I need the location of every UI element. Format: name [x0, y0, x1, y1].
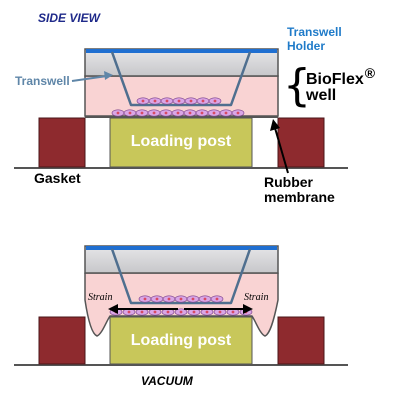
- gasket-right-bottom: [277, 316, 325, 365]
- bottom-panel: Loading post: [14, 245, 348, 388]
- loading-post-top: [109, 117, 253, 168]
- cell-layer-bottom: [109, 295, 253, 316]
- rubber-membrane-label-2: membrane: [264, 189, 335, 205]
- cell-layer-top: [111, 97, 245, 117]
- loading-post-bottom: [109, 316, 253, 365]
- transwell-insert-bottom: [110, 248, 252, 305]
- transwell-insert-top: [110, 51, 252, 107]
- bioflex-text: BioFlex: [306, 71, 364, 88]
- strain-arrow-right: [184, 304, 253, 314]
- holder-cap-top: [86, 49, 277, 53]
- gasket-label: Gasket: [34, 170, 81, 186]
- loading-post-label-bottom: Loading post: [131, 332, 232, 349]
- strain-arrow-left: [108, 304, 178, 314]
- transwell-holder-label-2: Holder: [287, 39, 325, 53]
- holder-cap-bottom: [86, 246, 277, 250]
- rubber-membrane-label-1: Rubber: [264, 174, 314, 190]
- transwell-arrow: [71, 71, 113, 82]
- well-medium-top: [84, 75, 279, 117]
- gasket-right-top: [277, 117, 325, 168]
- transwell-holder-label-1: Transwell: [287, 25, 342, 39]
- loading-post-label-top: Loading post: [131, 133, 232, 150]
- transwell-label: Transwell: [15, 74, 70, 88]
- bioflex-well-brace: {: [283, 60, 311, 111]
- bioflex-registered-mark: ®: [365, 65, 376, 81]
- rubber-membrane-arrow: [270, 119, 289, 174]
- strain-label-right: Strain: [244, 292, 268, 303]
- gasket-left-bottom: [38, 316, 86, 365]
- well-medium-bottom: [84, 272, 279, 337]
- side-view-title: SIDE VIEW: [38, 11, 102, 25]
- gasket-left-top: [38, 117, 86, 168]
- bioflex-label: BioFlex®: [306, 65, 376, 88]
- vacuum-label: VACUUM: [141, 374, 194, 388]
- well-label: well: [305, 87, 336, 104]
- strain-label-left: Strain: [88, 292, 112, 303]
- top-panel: SIDE VIEW Loading post: [14, 11, 376, 205]
